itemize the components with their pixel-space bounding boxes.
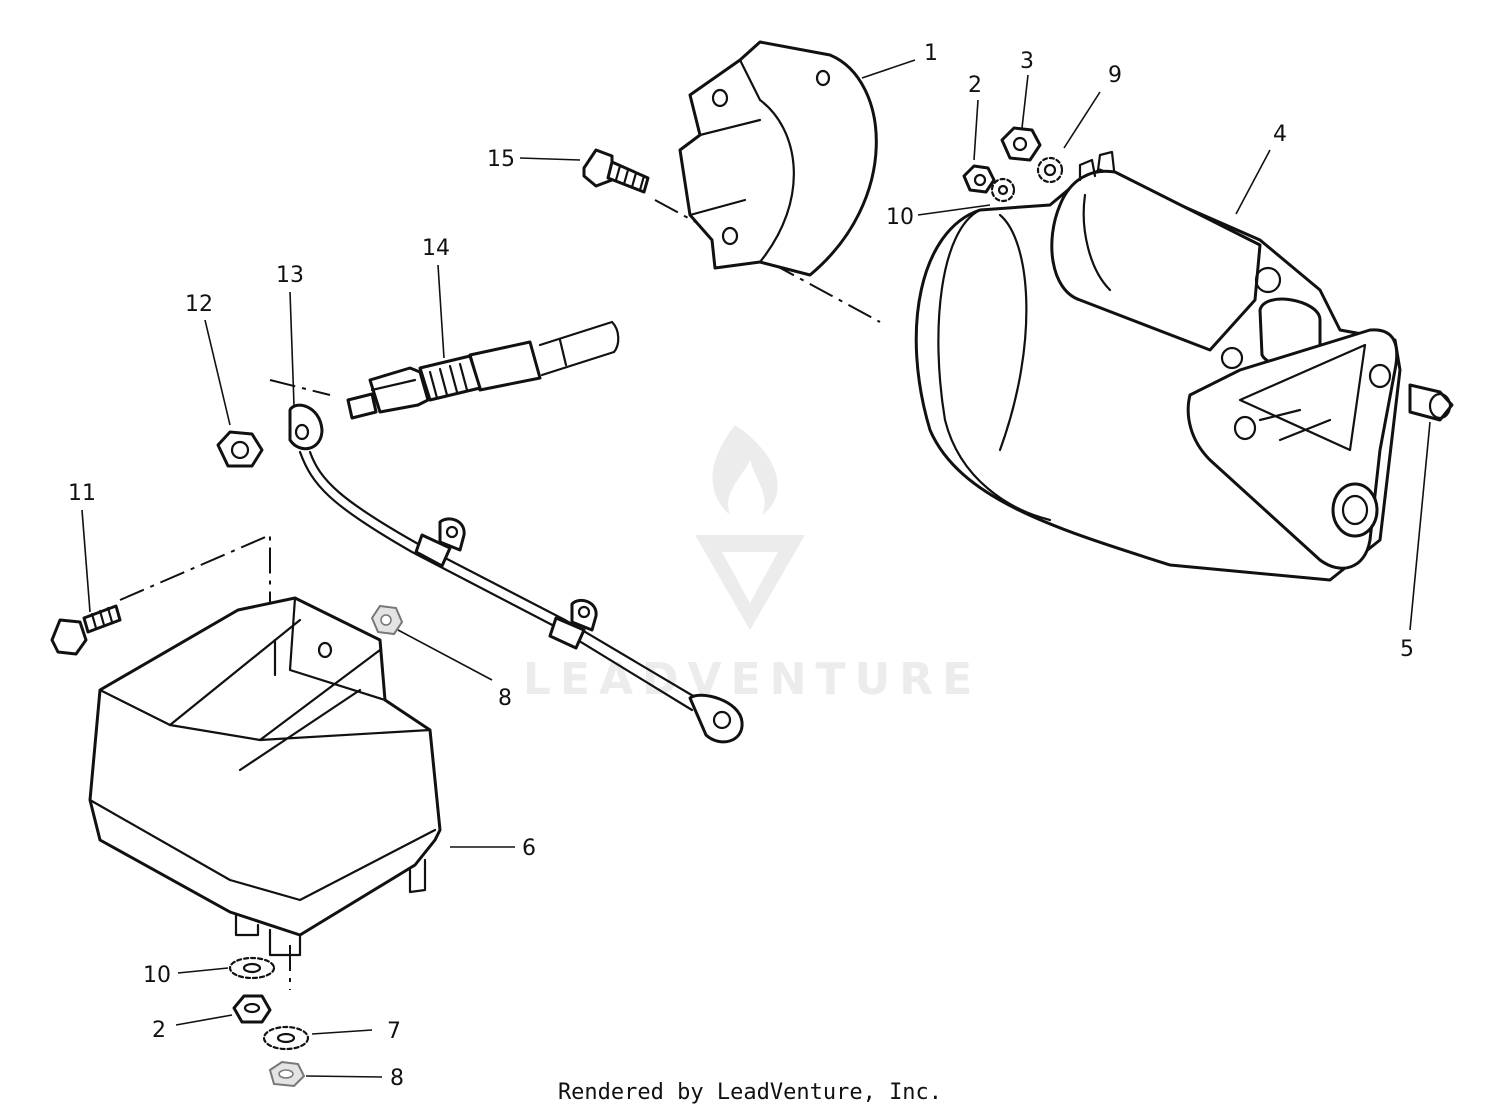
- centerlines: [119, 199, 881, 665]
- leader-lines: [81, 59, 1431, 1078]
- watermark-text: LEADVENTURE: [523, 654, 981, 705]
- callout-6: 6: [522, 836, 536, 861]
- callout-10-upper: 10: [886, 205, 914, 230]
- bolt-11-part: [50, 604, 122, 656]
- washer-8-upper-part: [370, 604, 404, 636]
- washer-10-lower-part: [228, 956, 276, 980]
- callout-2-lower: 2: [152, 1018, 166, 1043]
- callout-13: 13: [276, 263, 304, 288]
- callout-2-upper: 2: [968, 73, 982, 98]
- cable-13-part: [288, 403, 744, 744]
- nut-2-lower-part: [232, 994, 272, 1024]
- callout-4: 4: [1273, 122, 1287, 147]
- callout-5: 5: [1400, 637, 1414, 662]
- plug-14-part: [346, 320, 620, 420]
- control-box-6-part: [88, 596, 442, 957]
- callout-14: 14: [422, 236, 450, 261]
- callout-8-lower: 8: [390, 1066, 404, 1091]
- watermark-logo: LEADVENTURE: [523, 425, 981, 705]
- nut-3-part: [1000, 126, 1042, 162]
- washer-8-lower-part: [268, 1060, 306, 1088]
- callout-9: 9: [1108, 63, 1122, 88]
- callout-15: 15: [487, 147, 515, 172]
- callout-7: 7: [387, 1019, 401, 1044]
- callout-1: 1: [924, 41, 938, 66]
- starter-motor-part: [914, 150, 1402, 582]
- callout-3: 3: [1020, 49, 1034, 74]
- callout-numbers: 1 2 3 9 10 4 5 15 14 13 12 11 8 6 10 2 7…: [68, 41, 1414, 1091]
- callout-8-upper: 8: [498, 686, 512, 711]
- callout-10-lower: 10: [143, 963, 171, 988]
- starter-shield-part: [678, 40, 878, 277]
- nut-2-upper-part: [962, 164, 996, 194]
- bolt-15-part: [582, 148, 650, 194]
- callout-11: 11: [68, 481, 96, 506]
- washer-7-part: [262, 1025, 310, 1051]
- footer-credit: Rendered by LeadVenture, Inc.: [557, 1080, 943, 1105]
- washer-10-upper-part: [990, 177, 1016, 203]
- sleeve-5-part: [1408, 383, 1454, 422]
- washer-9-part: [1036, 156, 1064, 184]
- nut-12-part: [216, 430, 264, 468]
- callout-12: 12: [185, 292, 213, 317]
